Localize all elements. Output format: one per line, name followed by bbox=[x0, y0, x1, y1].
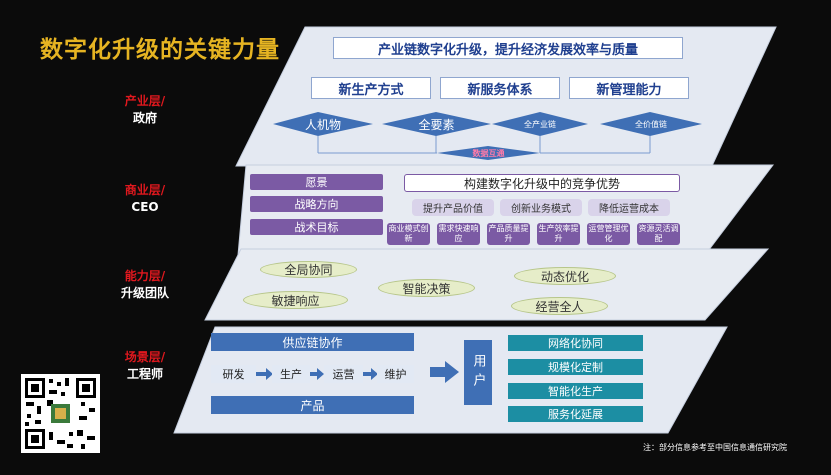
diamond-label: 人机物 bbox=[304, 117, 341, 132]
scene-mode-bar: 智能化生产 bbox=[508, 383, 643, 399]
business-chip: 商业模式创新 bbox=[387, 223, 430, 245]
layer-label-industry: 产业层/政府 bbox=[124, 94, 166, 125]
scene-step: 生产 bbox=[272, 365, 310, 383]
business-chip: 生产效率提升 bbox=[537, 223, 580, 245]
layer-label-scene: 场景层/工程师 bbox=[124, 350, 166, 381]
scene-step: 维护 bbox=[377, 365, 414, 383]
business-value: 降低运营成本 bbox=[588, 199, 670, 216]
user-box: 用户 bbox=[464, 340, 492, 405]
business-value: 创新业务模式 bbox=[500, 199, 582, 216]
diamond-label: 全产业链 bbox=[524, 119, 556, 129]
pillar-box: 新生产方式 bbox=[311, 77, 431, 99]
diamond-shape bbox=[382, 112, 491, 136]
product-bar: 产品 bbox=[211, 396, 414, 414]
business-goal: 构建数字化升级中的竞争优势 bbox=[404, 174, 680, 192]
capability-oval: 全局协同 bbox=[260, 261, 357, 278]
diamond-shape bbox=[492, 112, 588, 136]
data-interconnect-tag: 数据互通 bbox=[472, 148, 505, 158]
business-left-box: 战术目标 bbox=[250, 219, 383, 235]
capability-oval: 智能决策 bbox=[378, 279, 475, 297]
diamond-shape bbox=[273, 112, 373, 136]
layer-label-capability: 能力层/升级团队 bbox=[120, 269, 169, 300]
plane-capability bbox=[204, 248, 770, 321]
scene-mode-bar: 网络化协同 bbox=[508, 335, 643, 351]
business-chip: 运营管理优化 bbox=[587, 223, 630, 245]
layer-label-business: 商业层/CEO bbox=[124, 183, 166, 214]
diamond-label: 全要素 bbox=[418, 117, 455, 132]
scene-mode-bar: 规模化定制 bbox=[508, 359, 643, 375]
capability-oval: 经营全人 bbox=[511, 297, 608, 315]
business-left-box: 战略方向 bbox=[250, 196, 383, 212]
page-title: 数字化升级的关键力量 bbox=[40, 37, 280, 63]
diamond-shape bbox=[600, 112, 702, 136]
business-chip: 需求快速响应 bbox=[437, 223, 480, 245]
pillar-box: 新管理能力 bbox=[569, 77, 689, 99]
business-left-box: 愿景 bbox=[250, 174, 383, 190]
data-tag-shape bbox=[437, 146, 540, 160]
business-chip: 产品质量提升 bbox=[487, 223, 530, 245]
scene-step: 研发 bbox=[211, 365, 256, 383]
capability-oval: 动态优化 bbox=[514, 267, 616, 285]
business-value: 提升产品价值 bbox=[412, 199, 494, 216]
footnote: 注：部分信息参考至中国信息通信研究院 bbox=[643, 443, 787, 452]
industry-headline: 产业链数字化升级，提升经济发展效率与质量 bbox=[333, 37, 683, 59]
diamond-label: 全价值链 bbox=[635, 119, 667, 129]
supply-chain-bar: 供应链协作 bbox=[211, 333, 414, 351]
scene-mode-bar: 服务化延展 bbox=[508, 406, 643, 422]
arrow-right-icon bbox=[430, 361, 459, 383]
capability-oval: 敏捷响应 bbox=[243, 291, 348, 309]
scene-step: 运营 bbox=[324, 365, 363, 383]
pillar-box: 新服务体系 bbox=[440, 77, 560, 99]
qr-code-icon bbox=[21, 374, 100, 453]
business-chip: 资源灵活调配 bbox=[637, 223, 680, 245]
